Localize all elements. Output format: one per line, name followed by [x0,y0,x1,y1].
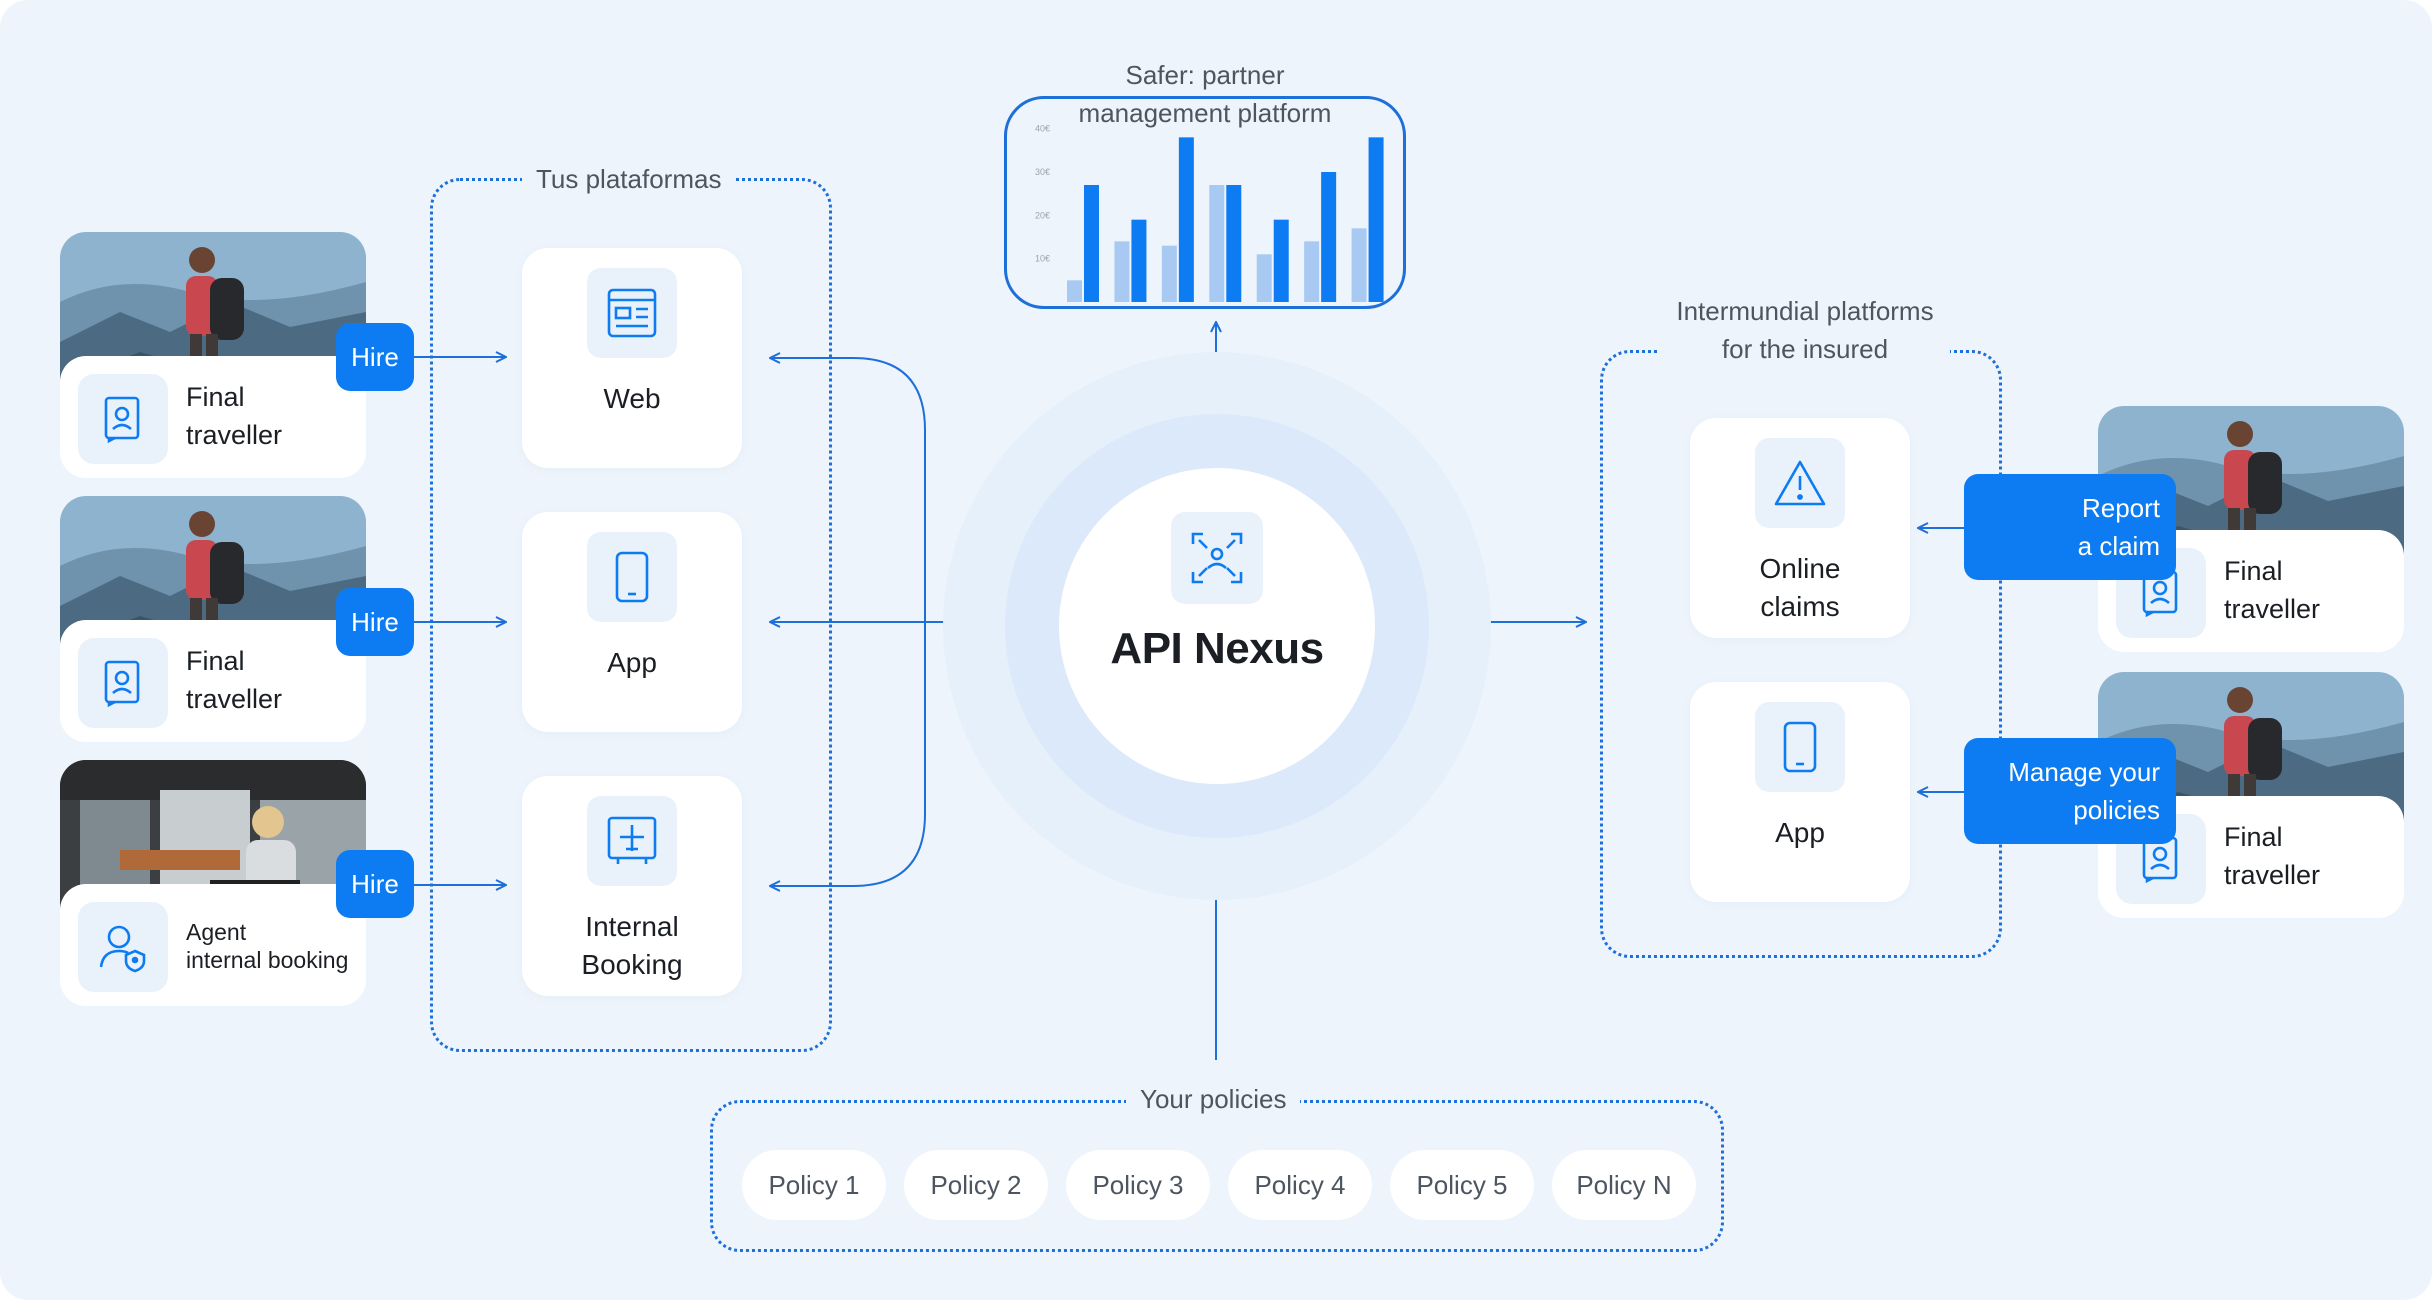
browser-window-icon [587,268,677,358]
bar-dark [1226,185,1242,302]
intermundial-platforms-title: Intermundial platforms for the insured [1660,292,1950,368]
intermundial-card-app[interactable]: App [1690,682,1910,902]
hub-name: API Nexus [1110,624,1324,673]
bar-dark [1321,172,1337,302]
traveller-label: Final traveller [2224,556,2321,624]
policy-pill[interactable]: Policy 3 [1066,1150,1210,1220]
traveller-info: Final traveller [60,620,366,742]
safer-platform-chart-frame: 40€ 30€ 20€ 10€ [1004,96,1406,309]
platform-label: Online claims [1759,553,1841,622]
intermundial-card-online-claims[interactable]: Online claims [1690,418,1910,638]
traveller-label: Final traveller [186,382,283,450]
platform-label: App [1775,817,1825,848]
your-platforms-title: Tus plataformas [522,160,736,198]
hire-button-2[interactable]: Hire [336,588,414,656]
bar-light [1067,280,1082,302]
passport-icon [78,638,168,728]
api-network-icon [1171,512,1263,604]
left-agent-card: Agent internal booking [60,760,366,1006]
booking-plane-icon [587,796,677,886]
traveller-info: Final traveller [60,356,366,478]
platform-label: Internal Booking [581,911,683,980]
bar-chart: 40€ 30€ 20€ 10€ [1035,124,1384,302]
bar-dark [1178,137,1194,302]
y-tick-label: 10€ [1035,254,1050,264]
traveller-info: Final traveller [2098,796,2404,918]
agent-label: Agent internal booking [186,919,349,973]
bar-dark [1273,219,1289,302]
warning-triangle-icon [1755,438,1845,528]
y-tick-label: 20€ [1035,210,1050,220]
policy-pill[interactable]: Policy N [1552,1150,1696,1220]
platform-label: App [607,647,657,678]
bar-dark [1084,185,1099,302]
hire-button-1[interactable]: Hire [336,323,414,391]
policy-pill[interactable]: Policy 1 [742,1150,886,1220]
agent-info: Agent internal booking [60,884,366,1006]
manage-policies-button[interactable]: Manage your policies [1964,738,2176,844]
platform-card-app[interactable]: App [522,512,742,732]
mobile-phone-icon [1755,702,1845,792]
bar-dark [1131,219,1147,302]
platform-card-internal-booking[interactable]: Internal Booking [522,776,742,996]
passport-icon [78,374,168,464]
y-tick-label: 30€ [1035,167,1050,177]
platform-label: Web [603,383,661,414]
traveller-label: Final traveller [2224,822,2321,890]
bar-light [1114,241,1130,302]
y-tick-label: 40€ [1035,124,1050,134]
policy-pill[interactable]: Policy 5 [1390,1150,1534,1220]
user-shield-icon [78,902,168,992]
bar-light [1209,185,1225,302]
bar-light [1161,245,1177,302]
policy-pill[interactable]: Policy 2 [904,1150,1048,1220]
hire-button-3[interactable]: Hire [336,850,414,918]
mobile-phone-icon [587,532,677,622]
platform-card-web[interactable]: Web [522,248,742,468]
bar-light [1351,228,1367,302]
bar-light [1304,241,1320,302]
report-claim-button[interactable]: Report a claim [1964,474,2176,580]
left-traveller-card-2: Final traveller [60,496,366,742]
left-traveller-card-1: Final traveller [60,232,366,478]
bar-light [1256,254,1272,302]
traveller-label: Final traveller [186,646,283,714]
policy-pill[interactable]: Policy 4 [1228,1150,1372,1220]
api-nexus-hub: API Nexus [1059,468,1375,784]
policies-title: Your policies [1126,1080,1301,1118]
chart-title: Safer: partner management platform [1078,60,1332,128]
bar-dark [1368,137,1384,302]
